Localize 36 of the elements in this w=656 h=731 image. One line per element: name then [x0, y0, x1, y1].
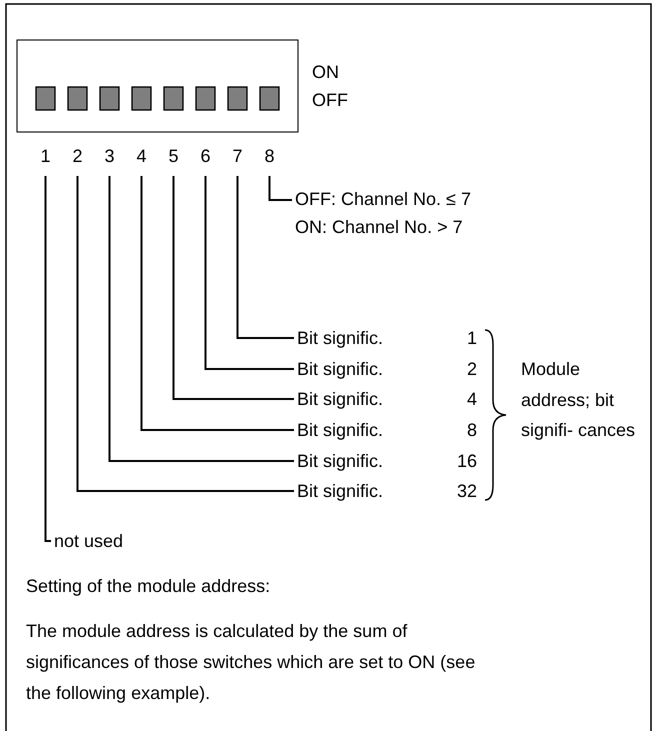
leader-line: [204, 176, 294, 370]
switch-number: 2: [68, 142, 87, 170]
leader-line: [108, 176, 294, 462]
setting-text: OFF: Channel No. ≤ 7: [295, 188, 471, 210]
bit-value: 16: [456, 450, 477, 472]
switch-state-label: OFF: [312, 89, 348, 111]
bit-label: Bit signific.: [297, 450, 384, 472]
leader-line: [140, 176, 294, 431]
switch-number: 6: [196, 142, 215, 170]
leader-line: [44, 176, 51, 542]
bit-label: Bit signific.: [297, 419, 384, 441]
switch-number: 7: [228, 142, 247, 170]
leader-line: [172, 176, 294, 400]
leader-text: not used: [54, 530, 144, 552]
switch-number: 4: [132, 142, 151, 170]
switch-state-label: ON: [312, 61, 339, 83]
bit-value: 2: [466, 358, 477, 380]
bit-value: 8: [466, 419, 477, 441]
leader-line: [76, 176, 294, 492]
switch-number: 5: [164, 142, 183, 170]
bit-label: Bit signific.: [297, 480, 384, 502]
leader-line: [236, 176, 294, 339]
setting-text: ON: Channel No. > 7: [295, 216, 463, 238]
bit-label: Bit signific.: [297, 388, 384, 410]
description-paragraph: The module address is calculated by the sum of significances of those switches which are set to ON (see the following example).: [26, 620, 476, 705]
bit-value: 1: [466, 327, 477, 349]
bit-label: Bit signific.: [297, 327, 384, 349]
bit-value: 4: [466, 388, 477, 410]
bit-label: Bit signific.: [297, 358, 384, 380]
section-heading: Setting of the module address:: [26, 575, 270, 597]
brace-label: Module address; bit signifi- cances: [521, 358, 636, 442]
switch-number: 1: [36, 142, 55, 170]
leader-line: [268, 176, 292, 201]
switch-number: 8: [260, 142, 279, 170]
bit-value: 32: [456, 480, 477, 502]
switch-number: 3: [100, 142, 119, 170]
